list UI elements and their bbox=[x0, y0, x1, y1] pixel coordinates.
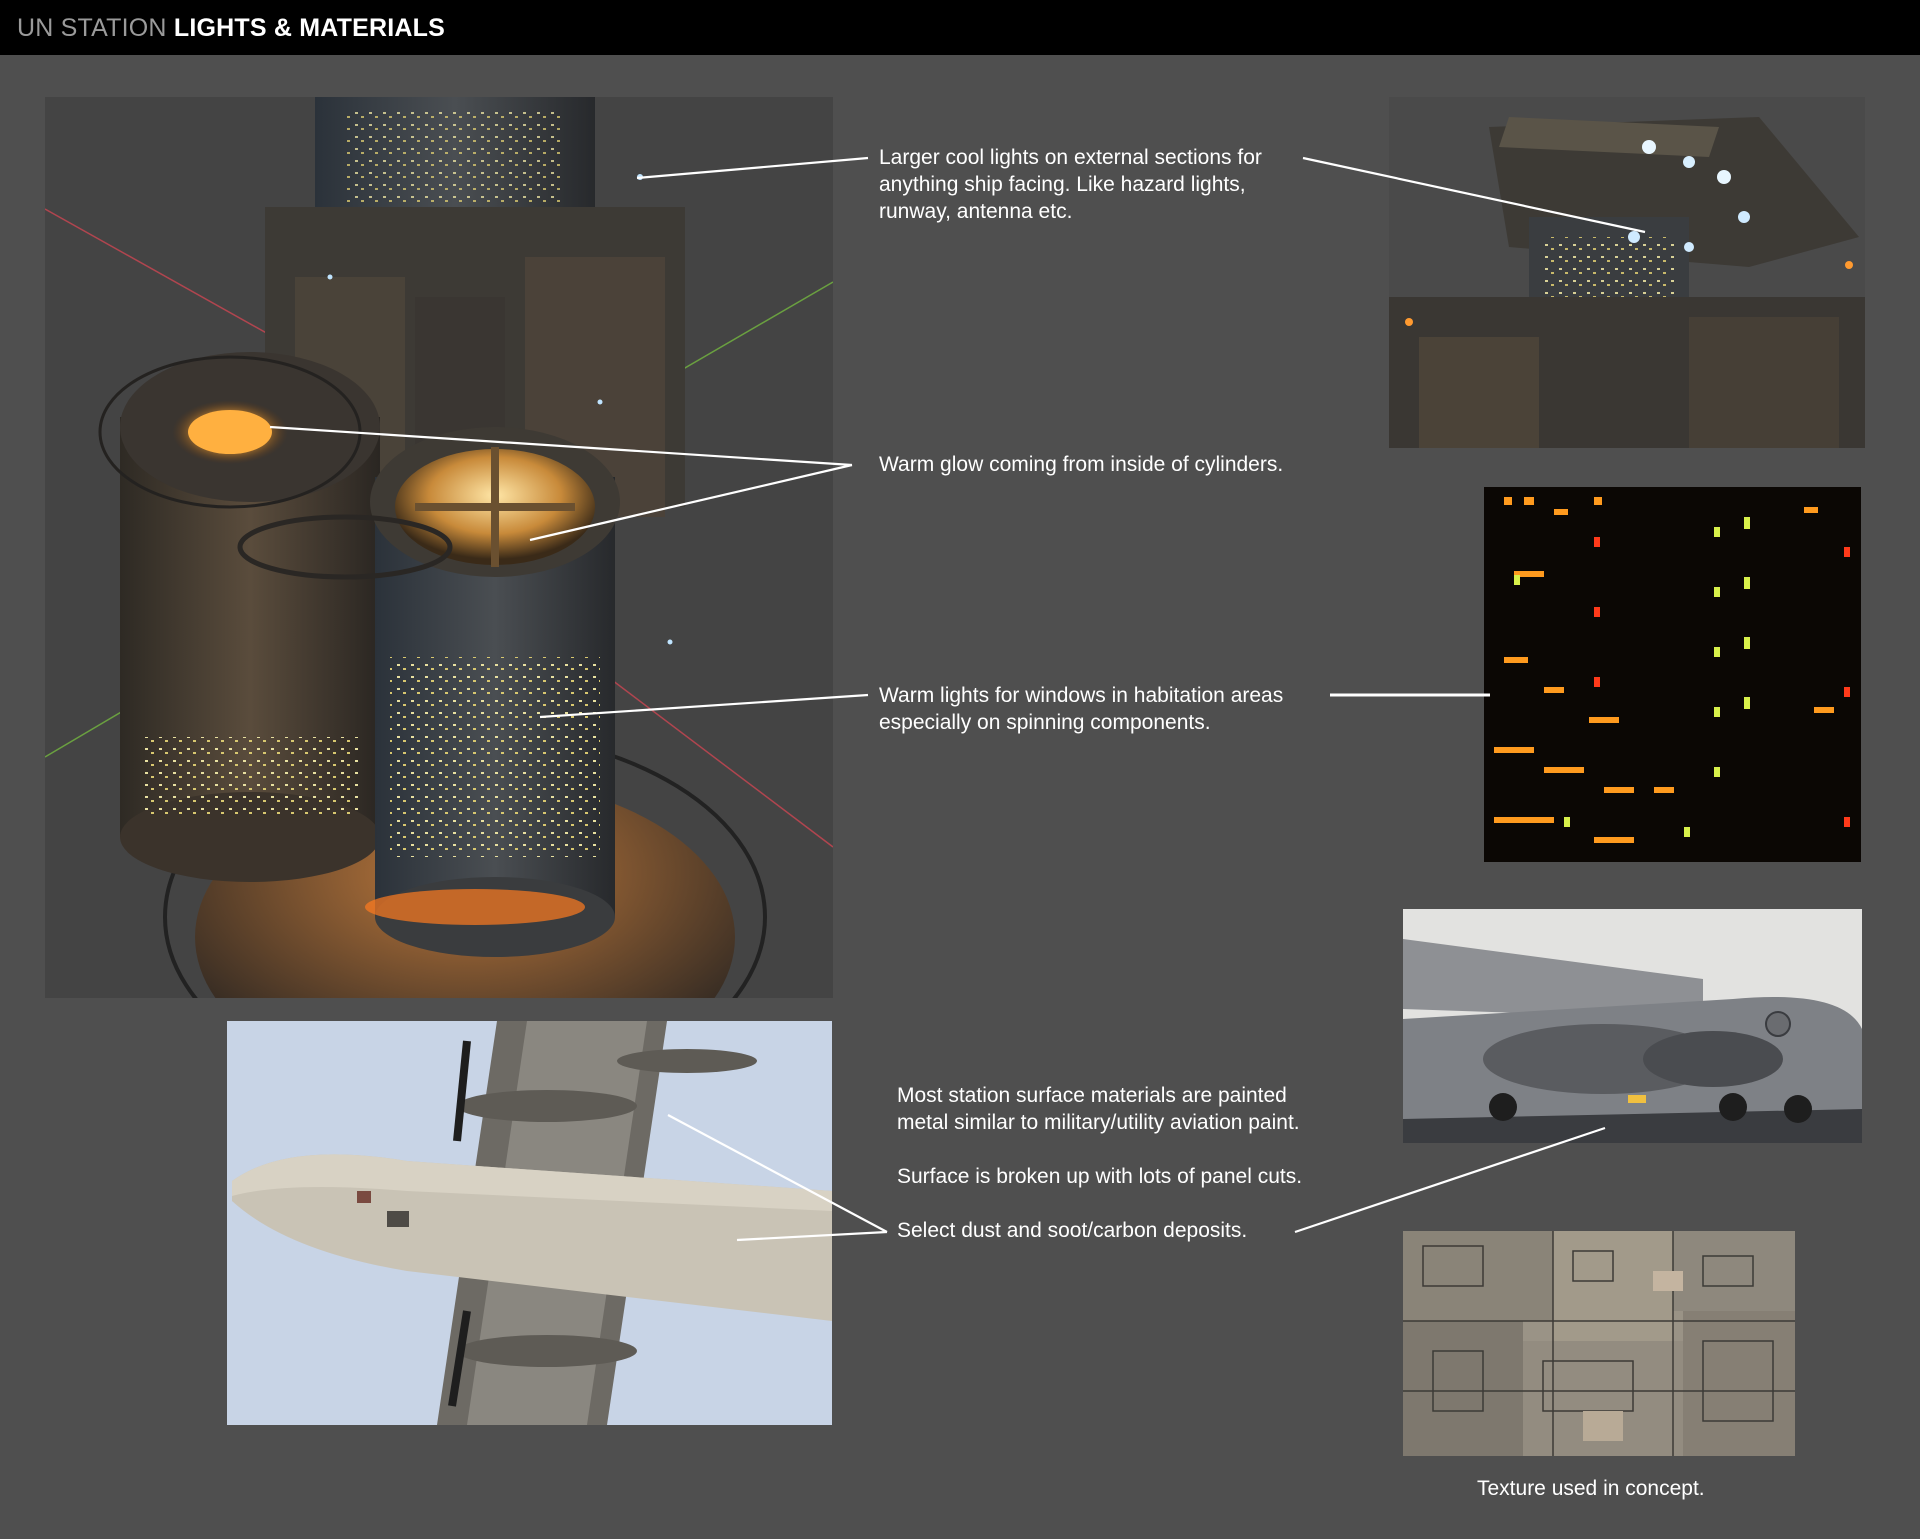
cool-lights-line-3: runway, antenna etc. bbox=[879, 200, 1073, 223]
materials-note: Most station surface materials are paint… bbox=[897, 1082, 1302, 1244]
cool-lights-line-1: Larger cool lights on external sections … bbox=[879, 146, 1262, 169]
station-render-image bbox=[45, 97, 833, 998]
panel-cuts-line: Surface is broken up with lots of panel … bbox=[897, 1165, 1303, 1188]
window-lights-note: Warm lights for windows in habitation ar… bbox=[879, 682, 1283, 736]
materials-line-2: metal similar to military/utility aviati… bbox=[897, 1111, 1300, 1134]
materials-line-1: Most station surface materials are paint… bbox=[897, 1084, 1287, 1107]
page-title: UN STATION LIGHTS & MATERIALS bbox=[17, 13, 445, 43]
window-lights-line-2: especially on spinning components. bbox=[879, 711, 1211, 734]
cool-lights-line-2: anything ship facing. Like hazard lights… bbox=[879, 173, 1246, 196]
hull-texture-image bbox=[1403, 1231, 1795, 1456]
cool-lights-render-image bbox=[1389, 97, 1865, 448]
title-main: LIGHTS & MATERIALS bbox=[173, 14, 446, 42]
aircraft-side-photo bbox=[1403, 909, 1862, 1143]
title-prefix: UN STATION bbox=[17, 14, 167, 42]
aircraft-underside-photo bbox=[227, 1021, 832, 1425]
dust-line: Select dust and soot/carbon deposits. bbox=[897, 1219, 1248, 1242]
window-lights-texture-image bbox=[1484, 487, 1861, 862]
window-lights-line-1: Warm lights for windows in habitation ar… bbox=[879, 684, 1284, 707]
texture-caption: Texture used in concept. bbox=[1477, 1477, 1705, 1500]
warm-glow-note: Warm glow coming from inside of cylinder… bbox=[879, 451, 1283, 478]
header-bar: UN STATION LIGHTS & MATERIALS bbox=[0, 0, 1920, 55]
cool-lights-note: Larger cool lights on external sections … bbox=[879, 144, 1262, 225]
warm-glow-line: Warm glow coming from inside of cylinder… bbox=[879, 453, 1284, 476]
